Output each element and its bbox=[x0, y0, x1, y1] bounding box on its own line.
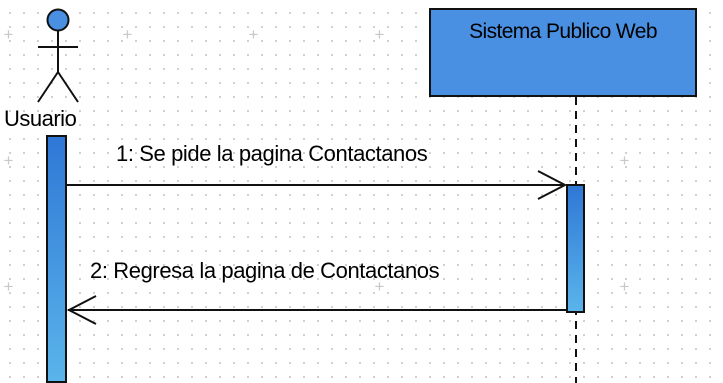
message-1-arrow[interactable] bbox=[67, 170, 568, 200]
grid-plus-marker: + bbox=[619, 151, 630, 170]
actor-left-leg bbox=[37, 71, 59, 103]
grid-plus-marker: + bbox=[122, 25, 133, 44]
grid-plus-marker: + bbox=[3, 151, 14, 170]
grid-plus-marker: + bbox=[374, 277, 385, 296]
arrowhead-right-icon bbox=[537, 170, 568, 200]
system-lifeline-box[interactable]: Sistema Publico Web bbox=[429, 8, 697, 97]
actor-stick-figure[interactable] bbox=[30, 8, 86, 106]
message-2-arrow[interactable] bbox=[66, 295, 566, 325]
arrowhead-left-icon bbox=[66, 295, 97, 325]
grid-plus-marker: + bbox=[3, 25, 14, 44]
actor-label: Usuario bbox=[4, 106, 77, 131]
grid-plus-marker: + bbox=[248, 25, 259, 44]
grid-plus-marker: + bbox=[619, 277, 630, 296]
system-label: Sistema Publico Web bbox=[469, 20, 657, 43]
message-1-label[interactable]: 1: Se pide la pagina Contactanos bbox=[116, 141, 428, 166]
actor-activation-bar[interactable] bbox=[46, 135, 67, 383]
grid-plus-marker: + bbox=[3, 277, 14, 296]
system-activation-bar[interactable] bbox=[566, 184, 585, 313]
message-2-label[interactable]: 2: Regresa la pagina de Contactanos bbox=[90, 258, 440, 283]
grid-plus-marker: + bbox=[374, 25, 385, 44]
actor-right-leg bbox=[57, 71, 79, 103]
